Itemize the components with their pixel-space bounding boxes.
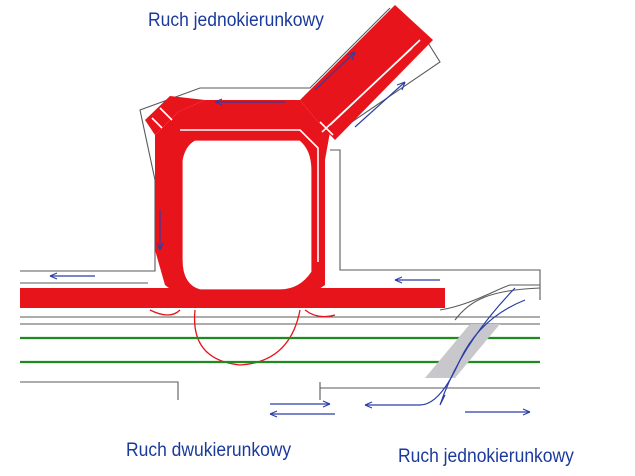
label-bottom-left: Ruch dwukierunkowy <box>126 440 292 461</box>
direction-arrows <box>49 51 531 418</box>
arrow-bottom-curve <box>439 287 516 406</box>
label-bottom-right: Ruch jednokierunkowy <box>398 446 574 467</box>
road-outline <box>20 7 541 400</box>
arrow-bottom-curve-2 <box>365 299 526 406</box>
tram-crossing <box>425 324 500 378</box>
ring-lane-lines <box>151 39 421 262</box>
turning-curves <box>149 309 336 366</box>
label-top: Ruch jednokierunkowy <box>148 10 324 31</box>
arrow-diagonal-up-2 <box>354 81 406 128</box>
arrow-diagonal-up <box>314 51 356 91</box>
central-island <box>181 139 313 291</box>
